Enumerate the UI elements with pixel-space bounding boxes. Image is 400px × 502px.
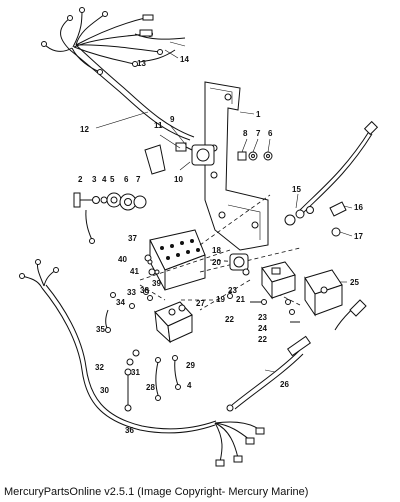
callout-33: 33 xyxy=(127,288,136,297)
callout-10: 10 xyxy=(174,175,183,184)
callout-30: 30 xyxy=(100,386,109,395)
parts-diagram: 1 2 3 4 4 5 6 6 7 7 8 9 10 11 12 13 14 1… xyxy=(19,7,379,467)
callout-13: 13 xyxy=(137,59,146,68)
callout-23: 23 xyxy=(228,286,237,295)
callout-32: 32 xyxy=(95,363,104,372)
wiring-harness-lower xyxy=(19,259,265,467)
callout-22: 22 xyxy=(258,335,267,344)
callout-3: 3 xyxy=(92,175,97,184)
callout-20: 20 xyxy=(212,258,221,267)
callout-4: 4 xyxy=(102,175,107,184)
image-caption: MercuryPartsOnline v2.5.1 (Image Copyrig… xyxy=(4,486,309,498)
callout-2: 2 xyxy=(78,175,83,184)
callout-6: 6 xyxy=(124,175,129,184)
leader-lines xyxy=(95,41,353,431)
callout-26: 26 xyxy=(280,380,289,389)
assembly-guides xyxy=(139,194,301,311)
callout-4: 4 xyxy=(187,381,192,390)
starter-solenoid xyxy=(154,301,193,344)
callout-17: 17 xyxy=(354,232,363,241)
callout-28: 28 xyxy=(146,383,155,392)
solenoid-switch xyxy=(175,142,215,166)
ground-cable xyxy=(284,120,379,237)
switch-box xyxy=(144,229,206,291)
callout-5: 5 xyxy=(110,175,115,184)
callout-1: 1 xyxy=(256,110,261,119)
callout-9: 9 xyxy=(170,115,175,124)
callout-29: 29 xyxy=(186,361,195,370)
callout-27: 27 xyxy=(196,299,205,308)
callout-31: 31 xyxy=(131,368,140,377)
fastener-group-lower-right xyxy=(227,293,300,323)
mounting-bracket xyxy=(204,81,269,251)
callout-18: 18 xyxy=(212,246,221,255)
callout-35: 35 xyxy=(96,325,105,334)
callout-21: 21 xyxy=(236,295,245,304)
spark-plug-lead xyxy=(334,299,367,331)
rectifier xyxy=(261,261,296,300)
callout-6: 6 xyxy=(268,129,273,138)
callout-23: 23 xyxy=(258,313,267,322)
callout-7: 7 xyxy=(256,129,261,138)
wiring-harness-top xyxy=(41,7,195,175)
callout-16: 16 xyxy=(354,203,363,212)
callout-41: 41 xyxy=(130,267,139,276)
battery-cable xyxy=(226,335,312,412)
callout-22: 22 xyxy=(225,315,234,324)
callout-38: 38 xyxy=(140,286,149,295)
callout-7: 7 xyxy=(136,175,141,184)
callout-39: 39 xyxy=(152,279,161,288)
callout-15: 15 xyxy=(292,185,301,194)
callout-25: 25 xyxy=(350,278,359,287)
callout-labels: 1 2 3 4 4 5 6 6 7 7 8 9 10 11 12 13 14 1… xyxy=(78,55,363,435)
fastener-group-left xyxy=(73,192,147,244)
callout-36: 36 xyxy=(125,426,134,435)
callout-8: 8 xyxy=(243,129,248,138)
callout-34: 34 xyxy=(116,298,125,307)
coil-assembly xyxy=(229,253,250,276)
fastener-group-upper xyxy=(237,151,273,161)
callout-37: 37 xyxy=(128,234,137,243)
ignition-module xyxy=(304,269,343,317)
callout-12: 12 xyxy=(80,125,89,134)
callout-14: 14 xyxy=(180,55,189,64)
fastener-group-lower-left xyxy=(105,259,160,366)
callout-40: 40 xyxy=(118,255,127,264)
callout-11: 11 xyxy=(154,121,163,130)
callout-19: 19 xyxy=(216,295,225,304)
battery-leads xyxy=(124,355,181,412)
callout-24: 24 xyxy=(258,324,267,333)
